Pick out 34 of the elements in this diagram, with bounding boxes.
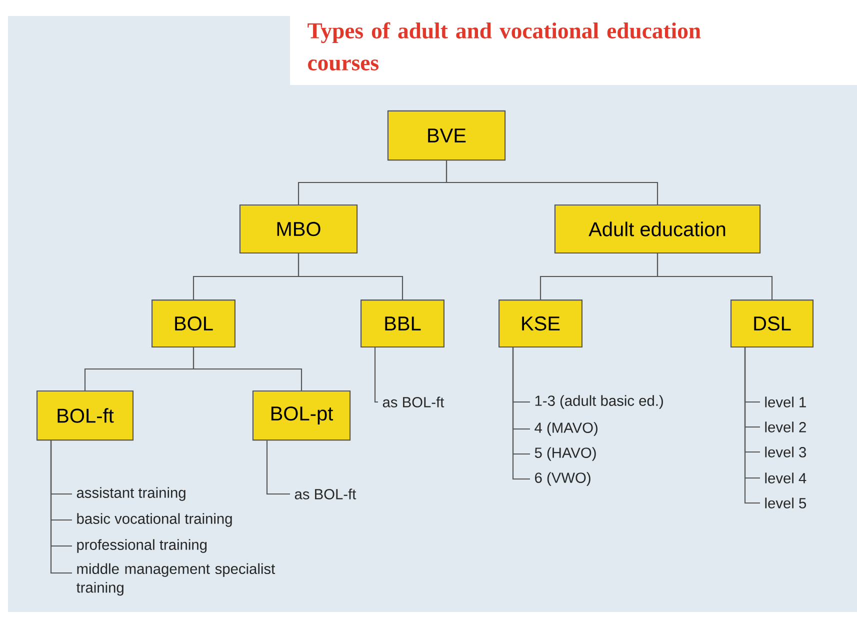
course-label: as BOL-ft — [294, 488, 356, 500]
course-label: 5 (HAVO) — [534, 447, 596, 461]
course-box: BOL — [152, 300, 236, 348]
course-label: as BOL-ft — [382, 396, 444, 408]
connector-line — [744, 348, 760, 504]
course-box: MBO — [239, 204, 358, 254]
course-box: DSL — [730, 300, 814, 348]
course-label: level 4 — [765, 472, 806, 484]
course-box: KSE — [498, 300, 582, 348]
course-label: assistant training — [76, 487, 186, 501]
course-label: level 1 — [765, 396, 806, 408]
course-label: professional training — [77, 539, 207, 553]
course-label: 6 (VWO) — [535, 472, 590, 486]
connector-line — [446, 160, 658, 204]
course-label: level 2 — [765, 422, 806, 432]
title: Types of adult and vocational education courses — [308, 22, 701, 70]
course-label: basic vocational training — [77, 513, 232, 527]
connector-line — [656, 254, 773, 300]
connector-line — [266, 440, 290, 495]
course-label: level 3 — [765, 446, 806, 458]
course-label: level 5 — [765, 498, 806, 508]
course-label: 1-3 (adult basic ed.) — [535, 395, 663, 409]
connector-line — [50, 440, 72, 574]
connector-line — [192, 348, 302, 390]
course-box: Adult education — [554, 204, 761, 254]
course-label: middle management specialist training — [76, 563, 276, 596]
connector-line — [298, 254, 404, 300]
connector-line — [512, 348, 530, 480]
course-label: 4 (MAVO) — [534, 422, 598, 436]
course-box: BVE — [387, 110, 506, 161]
connector-line — [374, 348, 378, 403]
course-box: BOL-pt — [252, 390, 351, 441]
course-box: BBL — [360, 300, 444, 348]
course-box: BOL-ft — [36, 390, 134, 441]
